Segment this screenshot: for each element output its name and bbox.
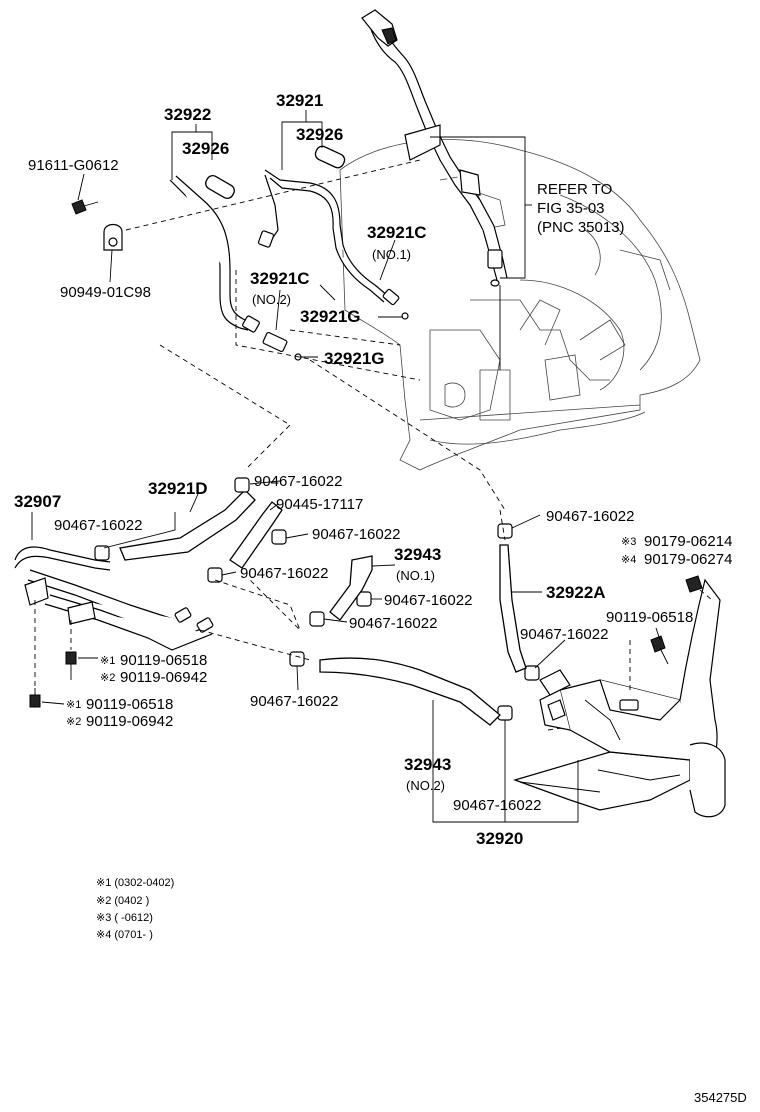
label-clamp-2: 90467-16022: [54, 517, 142, 534]
label-90179-06274: 90179-06274: [644, 551, 732, 568]
refer-to-line1: REFER TO: [537, 181, 612, 198]
mark-1b: ※1: [66, 699, 81, 711]
label-32922: 32922: [164, 105, 211, 124]
label-90119-06942-a: 90119-06942: [120, 669, 207, 686]
footnote-3: ※3 ( -0612): [96, 912, 153, 924]
mark-2a: ※2: [100, 672, 115, 684]
label-32921G-a: 32921G: [300, 307, 361, 326]
mark-3: ※3: [621, 536, 636, 548]
hose-clamps: [94, 477, 540, 721]
mark-4: ※4: [621, 554, 636, 566]
mark-1a: ※1: [100, 655, 115, 667]
label-clamp-5: 90467-16022: [384, 592, 472, 609]
label-90445-17117: 90445-17117: [276, 496, 363, 513]
label-no1-a: (NO.1): [372, 247, 411, 262]
label-90119-06518-right: 90119-06518: [606, 609, 693, 626]
refer-to-line2: FIG 35-03: [537, 200, 605, 217]
mark-2b: ※2: [66, 716, 81, 728]
label-clamp-8: 90467-16022: [546, 508, 634, 525]
footnotes: ※1 (0302-0402) ※2 (0402 ) ※3 ( -0612) ※4…: [96, 877, 174, 941]
dipstick-tube: [361, 9, 508, 370]
label-32921: 32921: [276, 91, 323, 110]
label-32943-no2: 32943: [404, 755, 451, 774]
label-32921G-b: 32921G: [324, 349, 385, 368]
label-90119-06942-b: 90119-06942: [86, 713, 173, 730]
label-clamp-9: 90467-16022: [520, 626, 608, 643]
oil-cooler: [513, 575, 726, 818]
label-no1-b: (NO.1): [396, 568, 435, 583]
label-32926-b: 32926: [296, 125, 343, 144]
label-leaders: [31, 110, 661, 823]
label-90119-06518-b: 90119-06518: [86, 696, 173, 713]
oil-cooler-hoses: [199, 509, 563, 731]
refer-bracket: [430, 136, 532, 279]
label-clamp-3: 90467-16022: [312, 526, 400, 543]
label-no2-b: (NO.2): [406, 778, 445, 793]
footnote-4: ※4 (0701- ): [96, 929, 153, 941]
label-90119-06518-a: 90119-06518: [120, 652, 207, 669]
label-32922A: 32922A: [546, 583, 606, 602]
label-clamp-10: 90467-16022: [453, 797, 541, 814]
label-clamp-7: 90467-16022: [250, 693, 338, 710]
label-32921C-no2: 32921C: [250, 269, 310, 288]
label-clamp-1: 90467-16022: [254, 473, 342, 490]
label-90949-01C98: 90949-01C98: [60, 284, 151, 301]
label-clamp-6: 90467-16022: [349, 615, 437, 632]
refer-to-line3: (PNC 35013): [537, 219, 625, 236]
label-32907: 32907: [14, 492, 61, 511]
label-32921C-no1: 32921C: [367, 223, 427, 242]
label-91611-G0612: 91611-G0612: [28, 157, 119, 174]
lower-pipe-assembly: [14, 489, 283, 708]
label-32943-no1: 32943: [394, 545, 441, 564]
footnote-1: ※1 (0302-0402): [96, 877, 174, 889]
label-32920: 32920: [476, 829, 523, 848]
diagram-id: 354275D: [694, 1090, 747, 1105]
upper-dashed-leaders: [125, 159, 506, 511]
footnote-2: ※2 (0402 ): [96, 895, 149, 907]
label-clamp-4: 90467-16022: [240, 565, 328, 582]
label-32926-a: 32926: [182, 139, 229, 158]
upper-cooler-pipes: [71, 145, 409, 361]
label-no2-a: (NO.2): [252, 292, 291, 307]
part-labels: 32922 32921 32926 32926 91611-G0612 9094…: [14, 91, 732, 848]
label-32921D: 32921D: [148, 479, 208, 498]
label-90179-06214: 90179-06214: [644, 533, 732, 550]
